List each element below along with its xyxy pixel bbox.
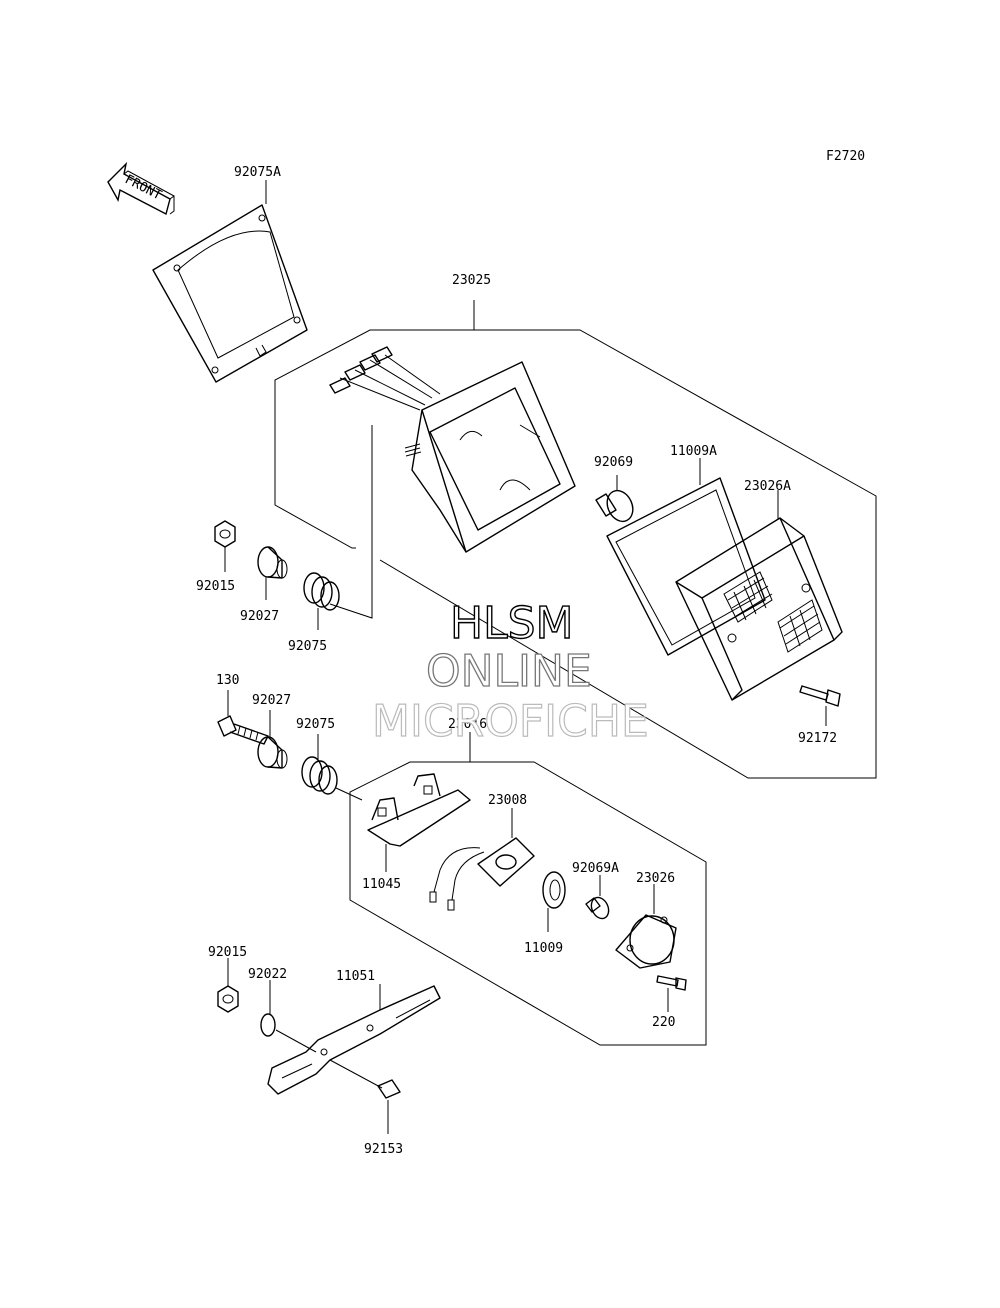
assembly-outline-23025 xyxy=(274,300,877,779)
callout-11045: 11045 xyxy=(362,877,401,892)
callout-92075-top: 92075 xyxy=(288,639,327,654)
gasket-11009 xyxy=(542,871,566,932)
bolt-130 xyxy=(217,690,269,745)
assembly-outline-23016 xyxy=(349,732,707,1046)
callout-92022: 92022 xyxy=(248,967,287,982)
socket-23008 xyxy=(429,808,535,911)
bulb-92069 xyxy=(595,475,634,523)
callout-92153: 92153 xyxy=(364,1142,403,1157)
bracket-11051 xyxy=(267,984,441,1095)
callout-92027-mid: 92027 xyxy=(252,693,291,708)
nut-92015-bottom xyxy=(217,958,239,1013)
callout-11009: 11009 xyxy=(524,941,563,956)
washer-92022 xyxy=(260,980,317,1053)
gasket-11009A xyxy=(606,458,766,656)
bulb-92069A xyxy=(585,875,610,920)
bolt-92153 xyxy=(329,1059,401,1134)
callout-23026: 23026 xyxy=(636,871,675,886)
callout-92015-top: 92015 xyxy=(196,579,235,594)
callout-11051: 11051 xyxy=(336,969,375,984)
watermark-line3: MICROFICHE xyxy=(372,696,649,747)
callout-23008: 23008 xyxy=(488,793,527,808)
figure-code: F2720 xyxy=(826,149,865,164)
grommet-92075-mid xyxy=(301,734,363,801)
gasket-92075A xyxy=(152,180,308,383)
lens-23026A xyxy=(675,490,843,701)
callout-92075-mid: 92075 xyxy=(296,717,335,732)
watermark-line2: ONLINE xyxy=(426,646,592,697)
callout-23026A: 23026A xyxy=(744,479,791,494)
callout-92075A: 92075A xyxy=(234,165,281,180)
callout-23025: 23025 xyxy=(452,273,491,288)
screw-220 xyxy=(656,975,687,1012)
watermark-line1: HLSM xyxy=(450,598,574,649)
stud-leader xyxy=(329,425,373,619)
callout-92172: 92172 xyxy=(798,731,837,746)
callout-92015-bottom: 92015 xyxy=(208,945,247,960)
callout-220: 220 xyxy=(652,1015,675,1030)
grommet-92075-top xyxy=(303,572,340,630)
front-arrow-icon: FRONT xyxy=(107,161,175,216)
callout-92069: 92069 xyxy=(594,455,633,470)
lens-23026 xyxy=(615,884,677,969)
collar-92027-top xyxy=(257,546,288,600)
nut-92015-top xyxy=(214,520,236,572)
callout-23016: 23016 xyxy=(448,717,487,732)
callout-92069A: 92069A xyxy=(572,861,619,876)
collar-92027-mid xyxy=(257,710,288,769)
callout-130: 130 xyxy=(216,673,239,688)
bracket-11045 xyxy=(367,773,471,872)
callout-92027-top: 92027 xyxy=(240,609,279,624)
screw-92172 xyxy=(799,685,841,726)
tail-light-housing xyxy=(329,346,576,553)
callout-11009A: 11009A xyxy=(670,444,717,459)
